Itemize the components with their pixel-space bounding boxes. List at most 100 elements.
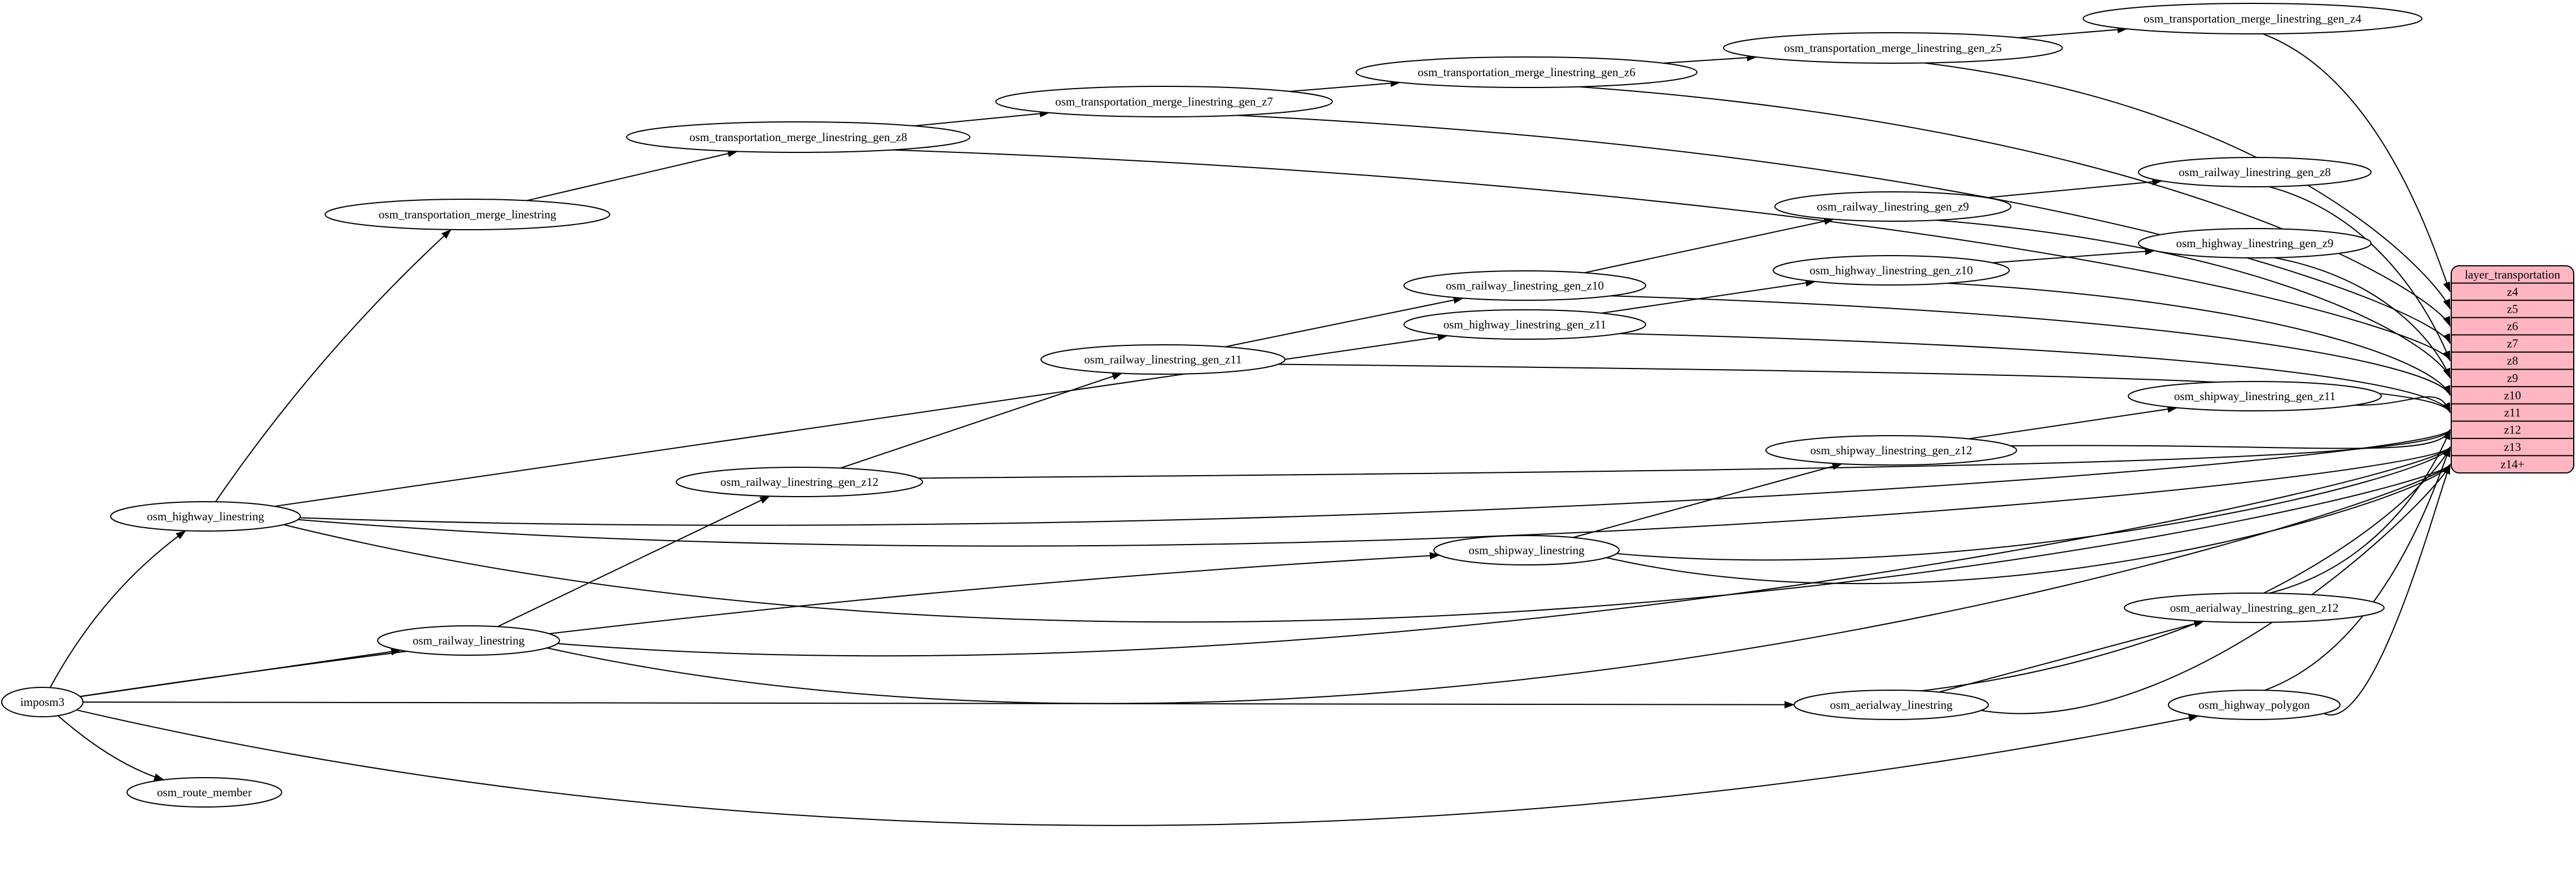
edge-osm_aerialway_linestring-to-layer-z13 <box>1921 446 2451 692</box>
table-node-osm_railway_linestring: osm_railway_linestring <box>377 625 560 656</box>
node-ellipse-osm_route_member <box>126 777 282 808</box>
edge-osm_transportation_merge_linestring_gen_z6-to-osm_transportation_merge_linestring_gen_z5 <box>1663 54 1757 64</box>
edge-osm_railway_linestring_gen_z11-to-osm_railway_linestring_gen_z10 <box>1224 296 1464 348</box>
node-label-osm_highway_linestring: osm_highway_linestring <box>147 510 264 523</box>
node-label-osm_railway_linestring: osm_railway_linestring <box>413 634 525 647</box>
node-ellipse-osm_shipway_linestring <box>1433 535 1620 565</box>
node-label-osm_transportation_merge_linestring_gen_z5: osm_transportation_merge_linestring_gen_… <box>1784 41 2002 55</box>
node-label-osm_railway_linestring_gen_z12: osm_railway_linestring_gen_z12 <box>720 475 878 489</box>
edge-osm_shipway_linestring_gen_z12-to-layer-z12 <box>2010 429 2451 449</box>
table-node-osm_highway_linestring_gen_z9: osm_highway_linestring_gen_z9 <box>2138 228 2372 258</box>
edge-osm_shipway_linestring-to-osm_shipway_linestring_gen_z12 <box>1572 463 1843 538</box>
record-row-z14+: z14+ <box>2500 458 2524 471</box>
node-label-osm_shipway_linestring: osm_shipway_linestring <box>1468 543 1585 557</box>
edge-imposm3-to-osm_aerialway_linestring <box>82 701 1795 709</box>
edge-osm_railway_linestring_gen_z11-to-layer-z11 <box>1278 363 2451 413</box>
node-ellipse-osm_railway_linestring_gen_z9 <box>1774 191 2011 222</box>
node-label-osm_transportation_merge_linestring_gen_z6: osm_transportation_merge_linestring_gen_… <box>1418 65 1635 79</box>
node-label-osm_highway_polygon: osm_highway_polygon <box>2198 698 2310 712</box>
node-ellipse-osm_highway_linestring_gen_z9 <box>2138 228 2372 258</box>
edge-osm_aerialway_linestring-to-osm_aerialway_linestring_gen_z12 <box>1939 620 2205 693</box>
edge-osm_transportation_merge_linestring_gen_z5-to-layer-z5 <box>1924 62 2451 310</box>
table-node-osm_railway_linestring_gen_z8: osm_railway_linestring_gen_z8 <box>2138 157 2372 187</box>
table-node-osm_highway_linestring_gen_z11: osm_highway_linestring_gen_z11 <box>1403 309 1646 340</box>
edge-osm_railway_linestring_gen_z9-to-osm_railway_linestring_gen_z8 <box>1986 178 2163 199</box>
edge-osm_transportation_merge_linestring_gen_z8-to-osm_transportation_merge_linestring_gen_z7 <box>913 109 1050 127</box>
node-ellipse-osm_shipway_linestring_gen_z12 <box>1765 435 2017 466</box>
nodes-layer: imposm3 osm_route_member osm_highway_lines… <box>1 3 2422 808</box>
edge-osm_highway_linestring_gen_z9-to-layer-z9 <box>2274 257 2451 379</box>
edge-osm_shipway_linestring_gen_z12-to-osm_shipway_linestring_gen_z11 <box>1969 405 2178 440</box>
node-ellipse-osm_transportation_merge_linestring_gen_z7 <box>995 86 1333 117</box>
table-node-osm_aerialway_linestring_gen_z12: osm_aerialway_linestring_gen_z12 <box>2124 593 2385 623</box>
record-title: layer_transportation <box>2465 267 2561 281</box>
node-ellipse-osm_transportation_merge_linestring_gen_z6 <box>1355 56 1698 88</box>
node-ellipse-osm_highway_linestring_gen_z11 <box>1403 309 1646 340</box>
edge-osm_highway_polygon-to-layer-z14+ <box>2323 463 2451 716</box>
edge-imposm3-to-osm_highway_polygon <box>76 709 2199 826</box>
edge-osm_highway_linestring-to-layer-z12 <box>300 429 2451 526</box>
node-ellipse-osm_transportation_merge_linestring <box>325 199 610 230</box>
record-row-z7: z7 <box>2507 337 2518 350</box>
node-label-osm_highway_linestring_gen_z9: osm_highway_linestring_gen_z9 <box>2176 236 2334 250</box>
node-ellipse-osm_railway_linestring_gen_z10 <box>1403 270 1646 301</box>
node-ellipse-osm_highway_linestring <box>110 501 301 532</box>
edge-osm_highway_linestring-to-layer-z14+ <box>283 463 2451 623</box>
record-row-z12: z12 <box>2504 423 2521 437</box>
edge-osm_transportation_merge_linestring_gen_z8-to-layer-z8 <box>891 149 2451 362</box>
edge-osm_highway_linestring_gen_z11-to-osm_highway_linestring_gen_z10 <box>1601 279 1816 314</box>
table-node-osm_highway_linestring: osm_highway_linestring <box>110 501 301 532</box>
node-ellipse-osm_highway_linestring_gen_z10 <box>1773 255 2010 286</box>
edge-osm_highway_polygon-to-layer-z13 <box>2264 446 2451 691</box>
edge-osm_highway_linestring_gen_z10-to-osm_highway_linestring_gen_z9 <box>1992 248 2155 264</box>
edge-osm_railway_linestring_gen_z10-to-osm_railway_linestring_gen_z9 <box>1584 217 1835 274</box>
node-ellipse-osm_shipway_linestring_gen_z11 <box>2128 381 2382 411</box>
edge-osm_transportation_merge_linestring_gen_z7-to-layer-z7 <box>1236 115 2451 344</box>
node-ellipse-osm_railway_linestring_gen_z12 <box>676 467 923 497</box>
record-row-z8: z8 <box>2507 354 2518 367</box>
node-ellipse-osm_aerialway_linestring_gen_z12 <box>2124 593 2385 623</box>
table-node-osm_shipway_linestring_gen_z11: osm_shipway_linestring_gen_z11 <box>2128 381 2382 411</box>
table-node-osm_transportation_merge_linestring_gen_z7: osm_transportation_merge_linestring_gen_… <box>995 86 1333 117</box>
node-ellipse-osm_railway_linestring <box>377 625 560 656</box>
table-node-osm_shipway_linestring_gen_z12: osm_shipway_linestring_gen_z12 <box>1765 435 2017 466</box>
edge-imposm3-to-osm_shipway_linestring <box>80 552 1440 698</box>
node-ellipse-osm_transportation_merge_linestring_gen_z8 <box>626 121 970 153</box>
edges-layer <box>49 26 2451 826</box>
node-label-osm_transportation_merge_linestring_gen_z8: osm_transportation_merge_linestring_gen_… <box>689 130 907 144</box>
edge-osm_railway_linestring_gen_z12-to-layer-z12 <box>918 429 2451 479</box>
edge-osm_highway_linestring-to-osm_transportation_merge_linestring <box>215 229 452 502</box>
table-node-imposm3: imposm3 <box>1 687 84 717</box>
node-label-osm_route_member: osm_route_member <box>157 786 252 799</box>
node-label-osm_aerialway_linestring: osm_aerialway_linestring <box>1830 698 1953 712</box>
table-node-osm_railway_linestring_gen_z11: osm_railway_linestring_gen_z11 <box>1040 344 1285 375</box>
table-node-osm_transportation_merge_linestring_gen_z5: osm_transportation_merge_linestring_gen_… <box>1723 32 2063 64</box>
edge-osm_railway_linestring_gen_z10-to-layer-z10 <box>1611 295 2451 396</box>
edge-osm_aerialway_linestring_gen_z12-to-layer-z12 <box>2269 429 2451 594</box>
node-label-osm_transportation_merge_linestring_gen_z7: osm_transportation_merge_linestring_gen_… <box>1055 95 1273 108</box>
table-node-osm_transportation_merge_linestring_gen_z8: osm_transportation_merge_linestring_gen_… <box>626 121 970 153</box>
node-ellipse-osm_railway_linestring_gen_z8 <box>2138 157 2372 187</box>
node-label-osm_transportation_merge_linestring: osm_transportation_merge_linestring <box>379 208 557 221</box>
edge-osm_transportation_merge_linestring-to-osm_transportation_merge_linestring_gen_z8 <box>526 150 738 201</box>
node-ellipse-osm_aerialway_linestring <box>1794 690 1989 720</box>
table-node-osm_highway_polygon: osm_highway_polygon <box>2168 690 2341 720</box>
record-row-z9: z9 <box>2507 371 2518 385</box>
node-ellipse-osm_highway_polygon <box>2168 690 2341 720</box>
table-node-osm_railway_linestring_gen_z12: osm_railway_linestring_gen_z12 <box>676 467 923 497</box>
table-node-osm_shipway_linestring: osm_shipway_linestring <box>1433 535 1620 565</box>
edge-osm_railway_linestring-to-osm_railway_linestring_gen_z12 <box>497 495 771 628</box>
record-row-z4: z4 <box>2507 285 2518 299</box>
record-row-z6: z6 <box>2507 319 2518 333</box>
edge-osm_transportation_merge_linestring_gen_z7-to-osm_transportation_merge_linestring_gen_z6 <box>1289 80 1401 93</box>
table-node-osm_highway_linestring_gen_z10: osm_highway_linestring_gen_z10 <box>1773 255 2010 286</box>
table-node-osm_transportation_merge_linestring_gen_z6: osm_transportation_merge_linestring_gen_… <box>1355 56 1698 88</box>
edge-osm_shipway_linestring-to-layer-z14+ <box>1606 463 2451 585</box>
table-node-osm_railway_linestring_gen_z10: osm_railway_linestring_gen_z10 <box>1403 270 1646 301</box>
node-label-osm_shipway_linestring_gen_z11: osm_shipway_linestring_gen_z11 <box>2174 389 2336 403</box>
node-label-osm_railway_linestring_gen_z8: osm_railway_linestring_gen_z8 <box>2179 165 2330 179</box>
edge-osm_railway_linestring_gen_z8-to-layer-z8 <box>2268 186 2451 362</box>
edge-osm_transportation_merge_linestring_gen_z6-to-layer-z6 <box>1578 86 2451 327</box>
